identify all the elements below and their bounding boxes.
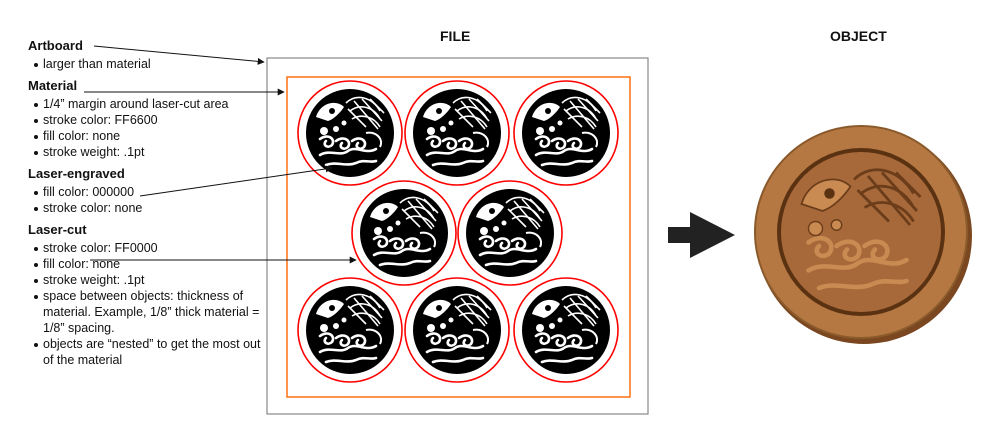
koi-fish-icon <box>520 87 612 179</box>
legend-item: space between objects: thickness of mate… <box>34 288 268 336</box>
material-rect <box>286 76 631 398</box>
medallion <box>513 80 619 186</box>
legend-laser-cut: Laser-cut stroke color: FF0000 fill colo… <box>28 222 268 368</box>
medallion <box>404 80 510 186</box>
medallion <box>297 80 403 186</box>
file-title: FILE <box>440 28 471 44</box>
object-title: OBJECT <box>830 28 887 44</box>
legend-item: objects are “nested” to get the most out… <box>34 336 268 368</box>
legend-heading-artboard: Artboard <box>28 38 83 53</box>
medallion <box>351 180 457 286</box>
legend-item: stroke weight: .1pt <box>34 144 268 160</box>
medallion <box>404 277 510 383</box>
legend-list-artboard: larger than material <box>28 56 268 72</box>
koi-fish-icon <box>520 284 612 376</box>
medallion <box>513 277 619 383</box>
leader-artboard <box>93 45 265 65</box>
legend-list-laser-engraved: fill color: 000000 stroke color: none <box>28 184 268 216</box>
koi-fish-icon <box>411 87 503 179</box>
legend-item: fill color: none <box>34 128 268 144</box>
legend-item: stroke weight: .1pt <box>34 272 268 288</box>
legend-material: Material 1/4” margin around laser-cut ar… <box>28 78 268 160</box>
koi-fish-icon <box>411 284 503 376</box>
legend: Artboard larger than material Material 1… <box>28 38 268 371</box>
legend-item: fill color: 000000 <box>34 184 268 200</box>
legend-heading-material: Material <box>28 78 78 93</box>
medallion <box>297 277 403 383</box>
laser-cut-circles <box>297 80 619 383</box>
legend-item: stroke color: none <box>34 200 268 216</box>
legend-heading-laser-engraved: Laser-engraved <box>28 166 125 181</box>
legend-item: stroke color: FF0000 <box>34 240 268 256</box>
legend-heading-laser-cut: Laser-cut <box>28 222 87 237</box>
legend-laser-engraved: Laser-engraved fill color: 000000 stroke… <box>28 166 268 216</box>
koi-fish-icon <box>464 187 556 279</box>
koi-fish-icon <box>304 284 396 376</box>
artboard-rect <box>266 57 649 415</box>
leader-engraved <box>139 165 333 197</box>
legend-artboard: Artboard larger than material <box>28 38 268 72</box>
legend-item: stroke color: FF6600 <box>34 112 268 128</box>
legend-list-laser-cut: stroke color: FF0000 fill color: none st… <box>28 240 268 368</box>
koi-fish-icon <box>358 187 450 279</box>
right-arrow-icon <box>668 212 735 258</box>
medallion <box>457 180 563 286</box>
legend-item: larger than material <box>34 56 268 72</box>
koi-fish-icon <box>304 87 396 179</box>
legend-item: 1/4” margin around laser-cut area <box>34 96 268 112</box>
legend-list-material: 1/4” margin around laser-cut area stroke… <box>28 96 268 160</box>
wood-object <box>754 125 972 344</box>
